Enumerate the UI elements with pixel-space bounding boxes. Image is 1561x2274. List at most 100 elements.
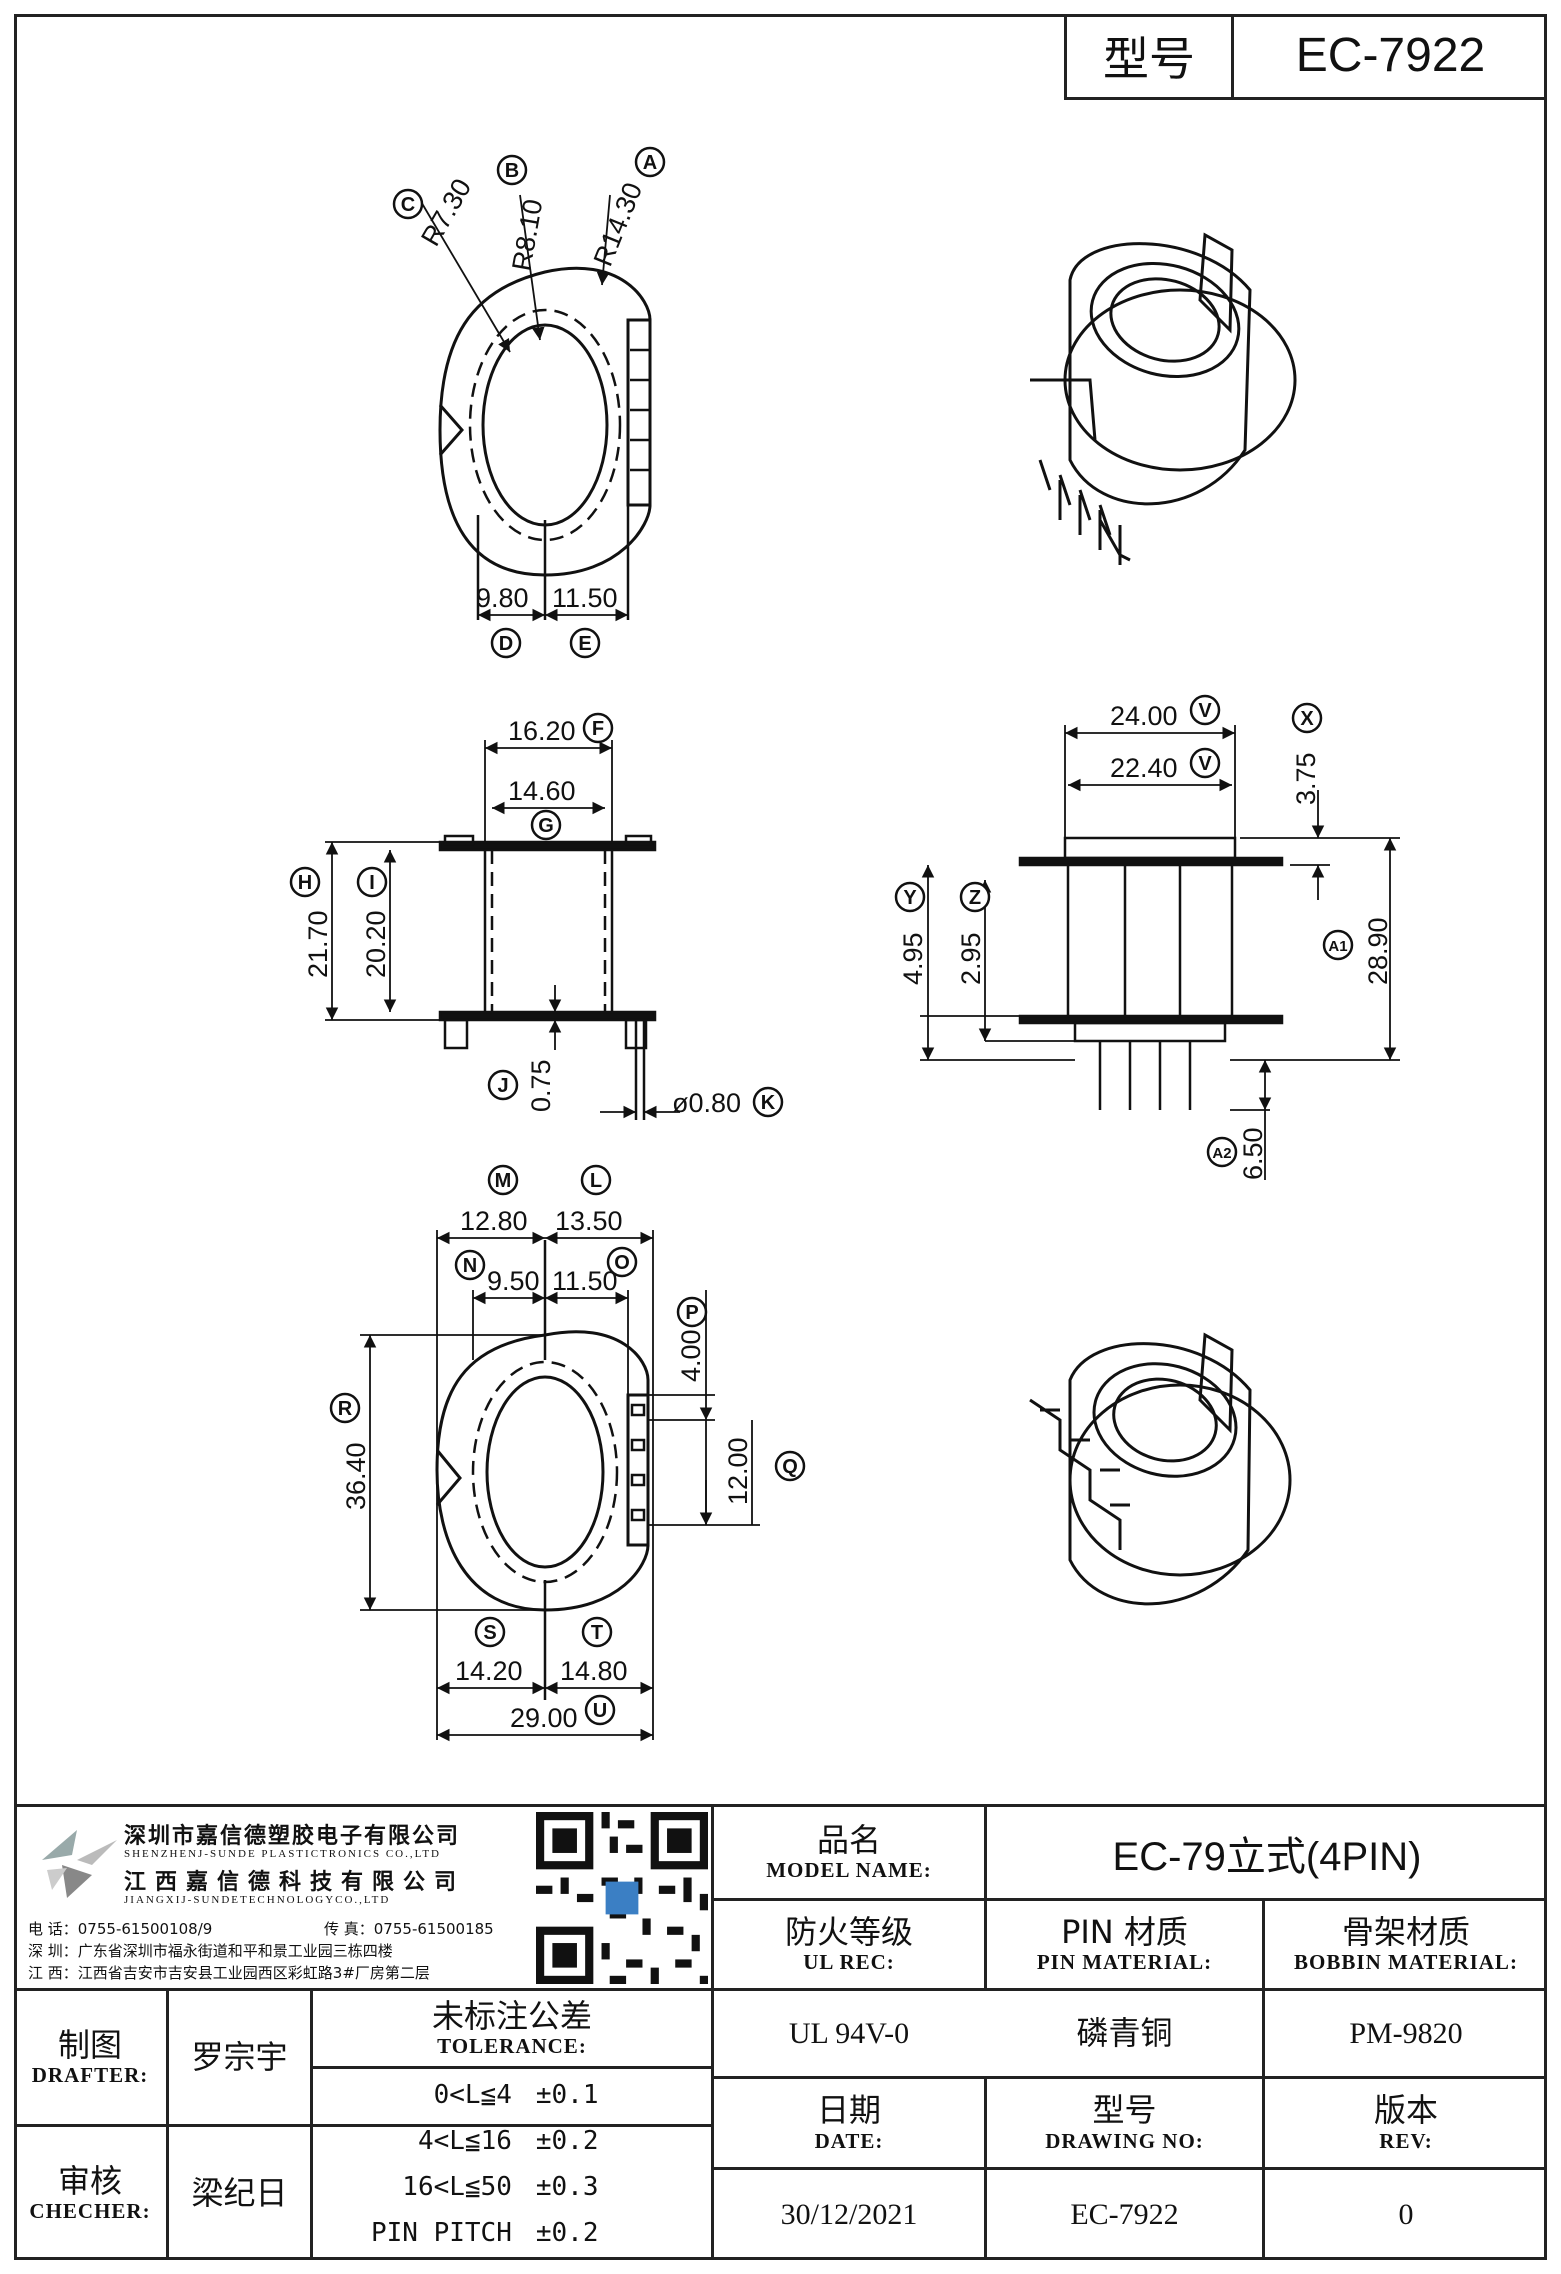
dim-V2-value: 22.40 — [1110, 753, 1178, 783]
marker-U: U — [584, 1694, 616, 1726]
company-name-cn-1: 深圳市嘉信德塑胶电子有限公司 — [124, 1824, 461, 1849]
marker-E: E — [569, 627, 601, 659]
dim-A-value: R14.30 — [588, 178, 648, 270]
svg-text:S: S — [483, 1622, 496, 1644]
dim-U-value: 29.00 — [510, 1703, 578, 1733]
company-logo — [42, 1830, 117, 1898]
svg-text:B: B — [505, 160, 519, 182]
marker-B: B — [496, 154, 528, 186]
dim-H-value: 21.70 — [303, 910, 333, 978]
dim-Q-value: 12.00 — [723, 1437, 753, 1505]
drafter-label: 制图 DRAFTER: — [31, 2025, 149, 2088]
dim-F-value: 16.20 — [508, 716, 576, 746]
company-name-en-1: SHENZHENJ-SUNDE PLASTICTRONICS CO.,LTD — [124, 1848, 441, 1860]
svg-text:F: F — [592, 718, 604, 740]
tolerance-row: 16<L≦50±0.3 — [402, 2172, 599, 2202]
dim-V1-value: 24.00 — [1110, 701, 1178, 731]
svg-text:R: R — [338, 1398, 353, 1420]
svg-text:H: H — [298, 872, 312, 894]
iso-view-bottom — [1029, 1332, 1292, 1606]
svg-text:T: T — [591, 1622, 603, 1644]
svg-text:V: V — [1198, 753, 1212, 775]
tolerance-label: 未标注公差 TOLERANCE: — [431, 1996, 592, 2059]
marker-R: R — [329, 1392, 361, 1424]
company-name-en-2: JIANGXIJ-SUNDETECHNOLOGYCO.,LTD — [124, 1894, 391, 1906]
svg-text:U: U — [593, 1700, 607, 1722]
drafter-value: 罗宗宇 — [191, 2038, 288, 2077]
dim-R-value: 36.40 — [341, 1442, 371, 1510]
dim-G-value: 14.60 — [508, 776, 576, 806]
checker-label: 审核 CHECHER: — [29, 2161, 151, 2224]
marker-A: A — [634, 146, 666, 178]
svg-text:G: G — [538, 815, 554, 837]
dim-O-value: 11.50 — [552, 1266, 618, 1296]
marker-F: F — [582, 712, 614, 744]
title-block: 深圳市嘉信德塑胶电子有限公司 SHENZHENJ-SUNDE PLASTICTR… — [14, 1804, 1547, 2260]
svg-text:Q: Q — [782, 1456, 798, 1478]
marker-S: S — [474, 1616, 506, 1648]
marker-I: I — [356, 866, 388, 898]
svg-text:A2: A2 — [1212, 1145, 1231, 1162]
front-view — [920, 725, 1400, 1180]
marker-N: N — [454, 1249, 486, 1281]
svg-text:A: A — [643, 152, 657, 174]
dim-Z-value: 2.95 — [956, 932, 986, 985]
marker-J: J — [487, 1069, 519, 1101]
model-name-value: EC-79立式(4PIN) — [1112, 1834, 1422, 1879]
model-name-label: 品名 MODEL NAME: — [766, 1820, 932, 1883]
dim-M-value: 12.80 — [460, 1206, 528, 1236]
dim-B-value: R8.10 — [506, 197, 548, 273]
header-model-label: 型号 — [1067, 14, 1234, 97]
top-view — [419, 194, 652, 622]
marker-Q: Q — [774, 1450, 806, 1482]
dim-Y-value: 4.95 — [898, 932, 928, 985]
header-model-value: EC-7922 — [1295, 29, 1486, 82]
dim-A2-value: 6.50 — [1238, 1127, 1268, 1180]
marker-Z: Z — [959, 881, 991, 913]
dim-L-value: 13.50 — [555, 1206, 623, 1236]
marker-A2: A2 — [1206, 1136, 1238, 1168]
marker-Y: Y — [894, 881, 926, 913]
pin-material-value: 磷青铜 — [1076, 2014, 1173, 2053]
svg-text:I: I — [369, 872, 375, 894]
dim-T-value: 14.80 — [560, 1656, 628, 1686]
marker-L: L — [580, 1164, 612, 1196]
svg-text:Y: Y — [903, 887, 917, 909]
svg-text:J: J — [497, 1075, 508, 1097]
technical-drawing: R7.30 R8.10 R14.30 9.80 11.50 16.20 14.6… — [289, 146, 1400, 1742]
dim-D-value: 9.80 — [476, 583, 529, 613]
svg-text:C: C — [401, 194, 415, 216]
marker-H: H — [289, 866, 321, 898]
ul-rec-label: 防火等级 UL REC: — [784, 1912, 913, 1975]
bobbin-material-value: PM-9820 — [1349, 2016, 1463, 2050]
iso-view-top — [1030, 232, 1297, 565]
svg-text:O: O — [614, 1252, 630, 1274]
marker-O: O — [606, 1246, 638, 1278]
svg-text:Z: Z — [969, 887, 981, 909]
marker-V1: V — [1189, 694, 1221, 726]
pin-material-label: PIN 材质 PIN MATERIAL: — [1036, 1912, 1213, 1975]
marker-D: D — [490, 627, 522, 659]
dim-X-value: 3.75 — [1291, 752, 1321, 805]
company-phone: 电 话：0755-61500108/9 — [28, 1920, 213, 1938]
svg-text:V: V — [1198, 700, 1212, 722]
company-fax: 传 真：0755-61500185 — [324, 1920, 494, 1938]
marker-C: C — [392, 188, 424, 220]
drawing-no-value: EC-7922 — [1070, 2198, 1179, 2231]
tolerance-row: 0<L≦4±0.1 — [433, 2080, 599, 2110]
rev-value: 0 — [1398, 2198, 1414, 2231]
tolerance-table: 0<L≦4±0.1 4<L≦16±0.2 16<L≦50±0.3 PIN PIT… — [313, 2072, 711, 2256]
qr-code — [536, 1812, 708, 1984]
svg-text:M: M — [495, 1170, 512, 1192]
svg-text:D: D — [499, 633, 513, 655]
company-name-cn-2: 江西嘉信德科技有限公司 — [124, 1870, 466, 1895]
dim-A1-value: 28.90 — [1363, 917, 1393, 985]
drawing-no-label: 型号 DRAWING NO: — [1045, 2091, 1204, 2153]
svg-text:K: K — [761, 1092, 776, 1114]
svg-text:L: L — [590, 1170, 602, 1192]
checker-value: 梁纪日 — [191, 2174, 288, 2213]
marker-G: G — [530, 809, 562, 841]
svg-text:A1: A1 — [1328, 938, 1347, 955]
company-info: 深圳市嘉信德塑胶电子有限公司 SHENZHENJ-SUNDE PLASTICTR… — [24, 1812, 724, 1992]
rev-label: 版本 REV: — [1373, 2091, 1438, 2153]
